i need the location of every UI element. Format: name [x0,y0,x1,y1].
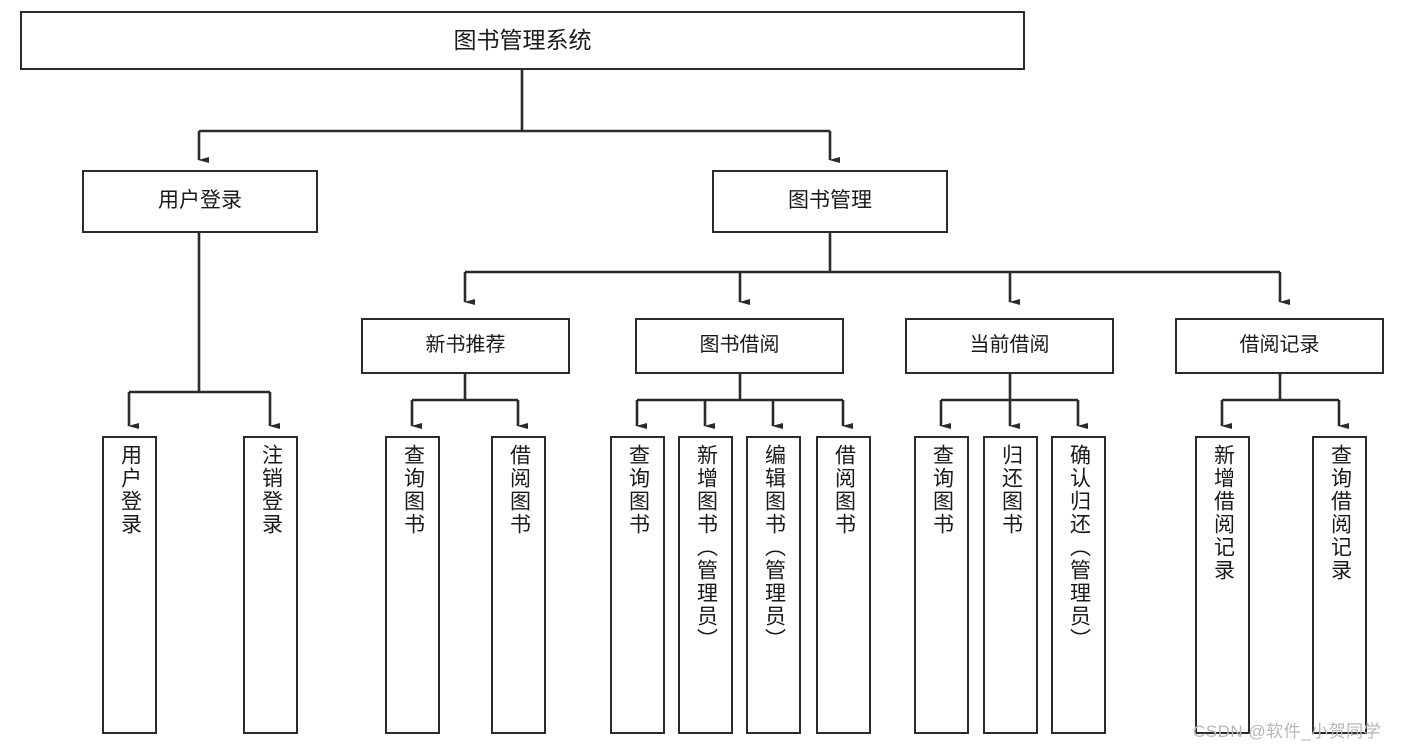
leaf-query-borrow-record-label: 查询借阅记录 [1328,444,1352,582]
leaf-return-book-label: 归还图书 [999,444,1023,536]
node-user-login-label: 用户登录 [158,189,242,213]
leaf-logout-label: 注销登录 [259,444,283,536]
node-user-login[interactable]: 用户登录 [82,170,318,233]
node-borrow-records-label: 借阅记录 [1239,334,1320,357]
node-book-borrow[interactable]: 图书借阅 [635,318,844,374]
node-book-management[interactable]: 图书管理 [712,170,948,233]
leaf-query-book-current[interactable]: 查询图书 [914,436,969,734]
leaf-query-book-borrow[interactable]: 查询图书 [610,436,665,734]
node-root[interactable]: 图书管理系统 [20,11,1025,70]
leaf-return-book[interactable]: 归还图书 [983,436,1038,734]
node-book-management-label: 图书管理 [788,189,872,213]
leaf-add-borrow-record[interactable]: 新增借阅记录 [1195,436,1250,734]
node-root-label: 图书管理系统 [453,26,592,53]
leaf-user-login[interactable]: 用户登录 [102,436,157,734]
node-book-borrow-label: 图书借阅 [699,334,780,357]
node-borrow-records[interactable]: 借阅记录 [1175,318,1384,374]
leaf-borrow-book-recommend-label: 借阅图书 [507,444,531,536]
node-current-borrow[interactable]: 当前借阅 [905,318,1114,374]
leaf-confirm-return-admin-label: 确认归还（管理员） [1067,444,1091,651]
leaf-borrow-book-recommend[interactable]: 借阅图书 [491,436,546,734]
leaf-add-book-admin[interactable]: 新增图书（管理员） [678,436,733,734]
leaf-logout[interactable]: 注销登录 [243,436,298,734]
node-current-borrow-label: 当前借阅 [969,334,1050,357]
leaf-add-borrow-record-label: 新增借阅记录 [1211,444,1235,582]
leaf-query-borrow-record[interactable]: 查询借阅记录 [1312,436,1367,734]
node-new-book-recommend-label: 新书推荐 [425,334,506,357]
leaf-confirm-return-admin[interactable]: 确认归还（管理员） [1051,436,1106,734]
leaf-add-book-admin-label: 新增图书（管理员） [694,444,718,651]
leaf-query-book-recommend[interactable]: 查询图书 [385,436,440,734]
leaf-query-book-borrow-label: 查询图书 [626,444,650,536]
leaf-borrow-book[interactable]: 借阅图书 [816,436,871,734]
leaf-user-login-label: 用户登录 [118,444,142,536]
leaf-edit-book-admin-label: 编辑图书（管理员） [762,444,786,651]
leaf-edit-book-admin[interactable]: 编辑图书（管理员） [746,436,801,734]
leaf-query-book-recommend-label: 查询图书 [401,444,425,536]
node-new-book-recommend[interactable]: 新书推荐 [361,318,570,374]
leaf-borrow-book-label: 借阅图书 [832,444,856,536]
csdn-watermark: CSDN @软件_小贺同学 [1193,722,1382,741]
leaf-query-book-current-label: 查询图书 [930,444,954,536]
